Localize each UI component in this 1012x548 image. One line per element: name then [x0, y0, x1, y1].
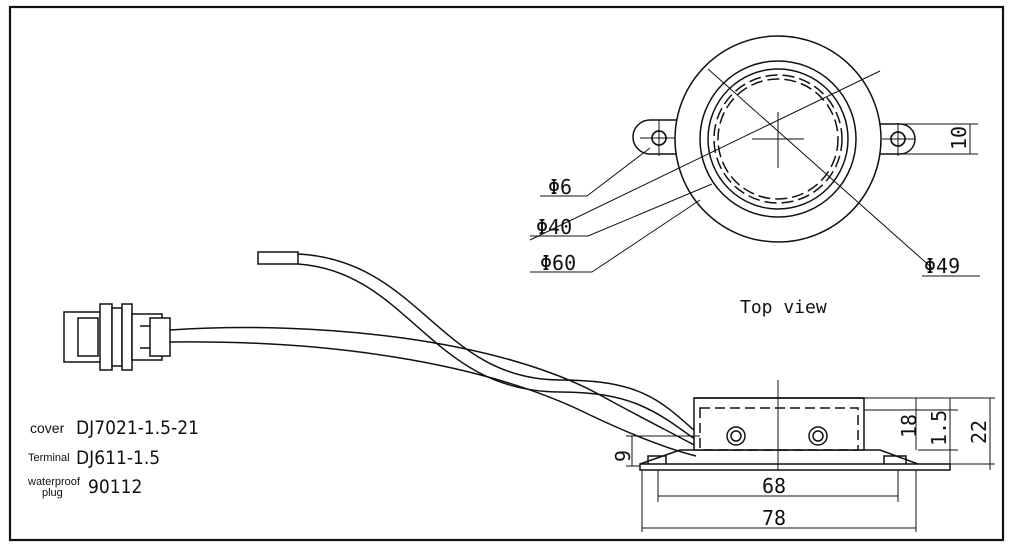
dim-phi40: Φ40	[536, 215, 572, 239]
dim-phi6: Φ6	[548, 175, 572, 199]
drawing-border	[8, 5, 1005, 542]
part-terminal-value: DJ611-1.5	[76, 447, 160, 469]
part-plug-value: 90112	[88, 476, 142, 498]
base-ear-right	[883, 455, 907, 464]
wire-1	[297, 253, 697, 433]
dim-1-5: 1.5	[927, 410, 951, 446]
part-plug-label-1: waterproof	[27, 476, 81, 488]
wire-2	[297, 263, 697, 441]
top-view-label: Top view	[740, 297, 827, 318]
ring-dashed-outer	[713, 74, 843, 204]
dim-22: 22	[967, 420, 991, 444]
part-terminal-label: Terminal	[28, 452, 70, 464]
dim-78: 78	[762, 506, 786, 530]
parts-list: cover DJ7021-1.5-21 Terminal DJ611-1.5 w…	[27, 417, 199, 499]
dim-phi60: Φ60	[540, 251, 576, 275]
wire-4	[169, 341, 697, 457]
base-ear-left	[647, 455, 667, 464]
wire-stub-end	[257, 251, 299, 265]
dim-9: 9	[611, 450, 635, 462]
ring-2	[699, 60, 857, 218]
dim-tab-width: 10	[947, 126, 971, 150]
ring-dashed-inner	[717, 78, 839, 200]
part-cover-value: DJ7021-1.5-21	[76, 417, 199, 439]
wire-3	[169, 326, 697, 447]
base-flange	[639, 463, 951, 471]
cable-assembly	[63, 251, 697, 457]
leader-phi6	[586, 147, 651, 197]
leader-phi60	[591, 199, 701, 273]
side-body-inner	[699, 407, 859, 451]
ring-3	[707, 68, 849, 210]
dim-phi49: Φ49	[924, 254, 960, 278]
left-mounting-tab	[632, 119, 680, 155]
part-cover-label: cover	[30, 420, 65, 436]
side-body	[693, 397, 865, 451]
side-view	[626, 380, 995, 532]
waterproof-plug-connector	[63, 303, 171, 371]
part-plug-label-2: plug	[42, 487, 63, 499]
center-diagonal-2	[529, 70, 881, 241]
leader-phi40	[587, 183, 713, 237]
center-diagonal-1	[707, 68, 933, 269]
dim-68: 68	[762, 474, 786, 498]
terminal-left	[726, 426, 746, 446]
dim-18: 18	[897, 414, 921, 438]
top-view	[529, 35, 980, 277]
terminal-right	[808, 426, 828, 446]
